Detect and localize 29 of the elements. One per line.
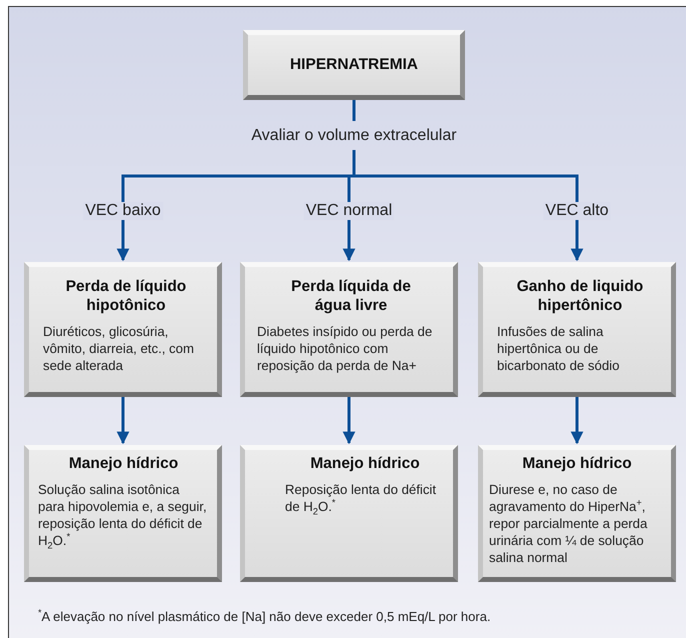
step-text: Avaliar o volume extracelular [219,123,489,149]
arrow [342,397,356,444]
process-box [478,445,676,582]
box-heading: HIPERNATREMIA [288,55,420,74]
process-box [243,30,465,100]
edge-label: VEC alto [543,202,611,220]
process-box [24,262,222,397]
box-heading: Manejo hídrico [309,454,421,473]
footnote: $^{*}$A elevação no nível plasmático de [Na] não deve exceder 0,5 mEq/L por hora. [38,609,491,624]
arrow [570,397,584,444]
box-heading: Manejo hídrico [68,454,180,473]
box-description: Diuréticos, glicosúria, vômito, diarreia, etc., com sede alterada [43,323,195,374]
arrow [352,150,584,262]
edge-label: VEC baixo [83,202,163,220]
box-description: Solução salina isotônica para hipovolemia e, a seguir, reposição lenta do déficit de H$_{2}$O.$^{*}$ [38,481,208,549]
box-heading: Manejo hídrico [521,454,633,473]
box-heading: Perda de líquido hipotônico [64,277,188,315]
box-heading: Ganho de liquido hipertônico [516,277,644,315]
box-description: Infusões de salina hipertônica ou de bicarbonato de sódio [497,323,620,374]
box-description: Diurese e, no caso de agravamento do HiperNa$^{+}$, repor parcialmente a perda urinária com ¼ de solução salina normal [489,481,648,566]
process-box [240,445,458,582]
box-description: Diabetes insípido ou perda de líquido hipotônico com reposição da perda de Na+ [257,323,434,374]
process-box [240,262,458,397]
arrow [116,397,130,444]
box-heading: Perda líquida de água livre [290,277,412,315]
process-box [24,445,222,582]
box-description: Reposição lenta do déficit de H$_{2}$O.$^{*}$ [285,481,438,515]
process-box [478,262,676,397]
edge-label: VEC normal [304,202,394,220]
